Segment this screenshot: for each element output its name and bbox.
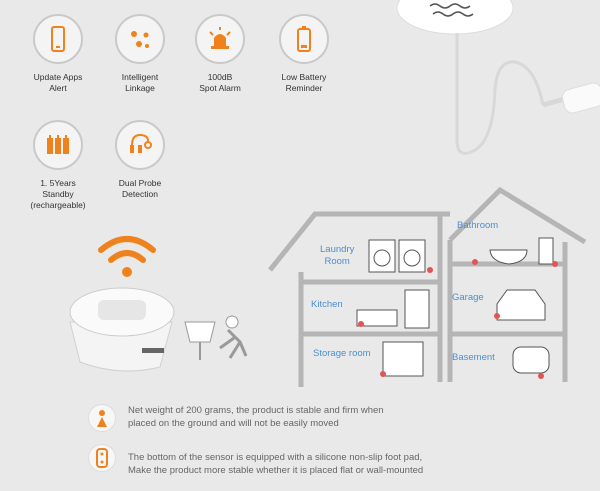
note-foot-pad: The bottom of the sensor is equipped wit… xyxy=(128,452,424,476)
feature-label: 100dB Spot Alarm xyxy=(199,72,241,93)
wifi-icon xyxy=(98,236,156,277)
battery-icon xyxy=(279,14,329,64)
sensor-cable-illustration xyxy=(396,0,600,155)
battery-stack-icon xyxy=(33,120,83,170)
feature-label: Dual Probe Detection xyxy=(118,178,162,199)
feature-label: Update Apps Alert xyxy=(33,72,83,93)
probe-icon xyxy=(115,120,165,170)
room-label-garage: Garage xyxy=(452,292,484,303)
water-sensor-device xyxy=(69,287,175,372)
feature-label: Low Battery Reminder xyxy=(281,72,327,93)
phone-icon xyxy=(33,14,83,64)
feature-update-apps-alert: Update Apps Alert xyxy=(20,14,96,94)
feature-intelligent-linkage: Intelligent Linkage xyxy=(102,14,178,94)
feature-dual-probe-detection: Dual Probe Detection xyxy=(102,120,178,200)
room-label-bathroom: Bathroom xyxy=(457,220,499,231)
room-label-laundry: Laundry Room xyxy=(320,244,355,267)
feature-label: 1. 5Years Standby (rechargeable) xyxy=(30,178,86,210)
leak-illustration xyxy=(184,315,248,360)
room-label-storage: Storage room xyxy=(313,348,371,359)
linkage-icon xyxy=(115,14,165,64)
weight-icon xyxy=(88,404,116,432)
house-outline xyxy=(268,186,587,387)
feature-low-battery-reminder: Low Battery Reminder xyxy=(266,14,342,94)
feature-label: Intelligent Linkage xyxy=(121,72,159,93)
feature-standby: 1. 5Years Standby (rechargeable) xyxy=(20,120,96,211)
room-label-basement: Basement xyxy=(452,352,495,363)
room-label-kitchen: Kitchen xyxy=(311,299,343,310)
siren-icon xyxy=(195,14,245,64)
feature-spot-alarm: 100dB Spot Alarm xyxy=(182,14,258,94)
foot-pad-icon xyxy=(88,444,116,472)
note-weight: Net weight of 200 grams, the product is … xyxy=(128,405,384,429)
